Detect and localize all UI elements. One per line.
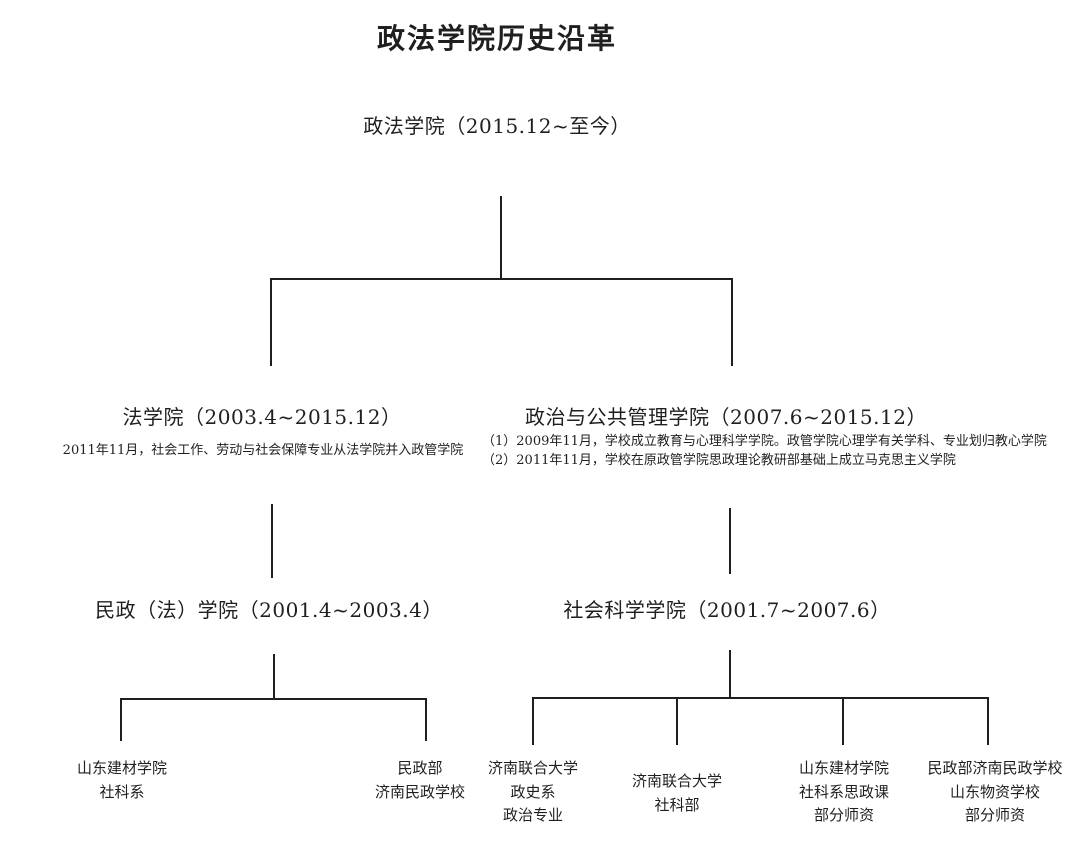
connector-civil-trunk (273, 654, 275, 699)
connector-social-drop-3 (842, 697, 844, 745)
connector-tier2-horizontal (270, 278, 733, 280)
leaf-line: 济南联合大学 (487, 759, 579, 777)
leaf-line: 山东物资学校 (949, 782, 1041, 801)
law-school-note: 2011年11月，社会工作、劳动与社会保障专业从法学院并入政管学院 (62, 443, 464, 458)
leaf-line: 山东建材学院 (76, 759, 168, 777)
leaf-shandong-building-materials-ideology: 山东建材学院 社科系思政课 部分师资 (799, 757, 889, 828)
leaf-line: 部分师资 (813, 806, 875, 824)
page-title: 政法学院历史沿革 (376, 22, 618, 55)
connector-social-drop-2 (676, 697, 678, 745)
node-law-school: 法学院（2003.4~2015.12） (122, 405, 402, 429)
leaf-shandong-building-materials: 山东建材学院 社科系 (77, 757, 167, 804)
connector-social-drop-4 (987, 697, 989, 745)
leaf-line: 民政部 (397, 759, 443, 777)
leaf-line: 济南民政学校 (374, 782, 466, 801)
connector-law-drop (270, 278, 272, 366)
connector-civil-horizontal (120, 698, 427, 700)
connector-social-drop-1 (532, 697, 534, 745)
connector-social-trunk (729, 650, 731, 698)
leaf-line: 民政部济南民政学校 (927, 759, 1063, 777)
connector-politics-to-social (729, 508, 731, 574)
leaf-line: 社科系思政课 (798, 782, 890, 801)
connector-social-horizontal (532, 697, 989, 699)
node-social-science-school: 社会科学学院（2001.7~2007.6） (563, 598, 891, 622)
leaf-line: 社科部 (654, 795, 700, 814)
connector-root-trunk (500, 196, 502, 279)
leaf-civil-affairs-ministry-school: 民政部 济南民政学校 (375, 757, 465, 804)
leaf-line: 政史系 (510, 782, 556, 801)
connector-law-to-civil (271, 504, 273, 578)
leaf-line: 政治专业 (502, 806, 564, 824)
leaf-line: 山东建材学院 (798, 759, 890, 777)
connector-politics-drop (731, 278, 733, 366)
politics-management-note-2: （2）2011年11月，学校在原政管学院思政理论教研部基础上成立马克思主义学院 (482, 453, 956, 468)
leaf-civil-affairs-materials-schools: 民政部济南民政学校 山东物资学校 部分师资 (927, 757, 1062, 828)
node-civil-affairs-law-school: 民政（法）学院（2001.4~2003.4） (95, 598, 443, 622)
leaf-line: 济南联合大学 (631, 772, 723, 790)
politics-management-notes: （1）2009年11月，学校成立教育与心理科学学院。政管学院心理学有关学科、专业… (482, 432, 1047, 470)
node-politics-management-school: 政治与公共管理学院（2007.6~2015.12） (525, 405, 927, 429)
leaf-line: 部分师资 (964, 806, 1026, 824)
connector-civil-drop-2 (425, 698, 427, 741)
politics-management-note-1: （1）2009年11月，学校成立教育与心理科学学院。政管学院心理学有关学科、专业… (482, 434, 1047, 449)
leaf-line: 社科系 (99, 782, 145, 801)
leaf-jinan-union-politics-history: 济南联合大学 政史系 政治专业 (488, 757, 578, 828)
node-zhengfa-college: 政法学院（2015.12~至今） (363, 114, 631, 138)
leaf-jinan-union-social-science: 济南联合大学 社科部 (632, 770, 722, 817)
connector-civil-drop-1 (120, 698, 122, 741)
